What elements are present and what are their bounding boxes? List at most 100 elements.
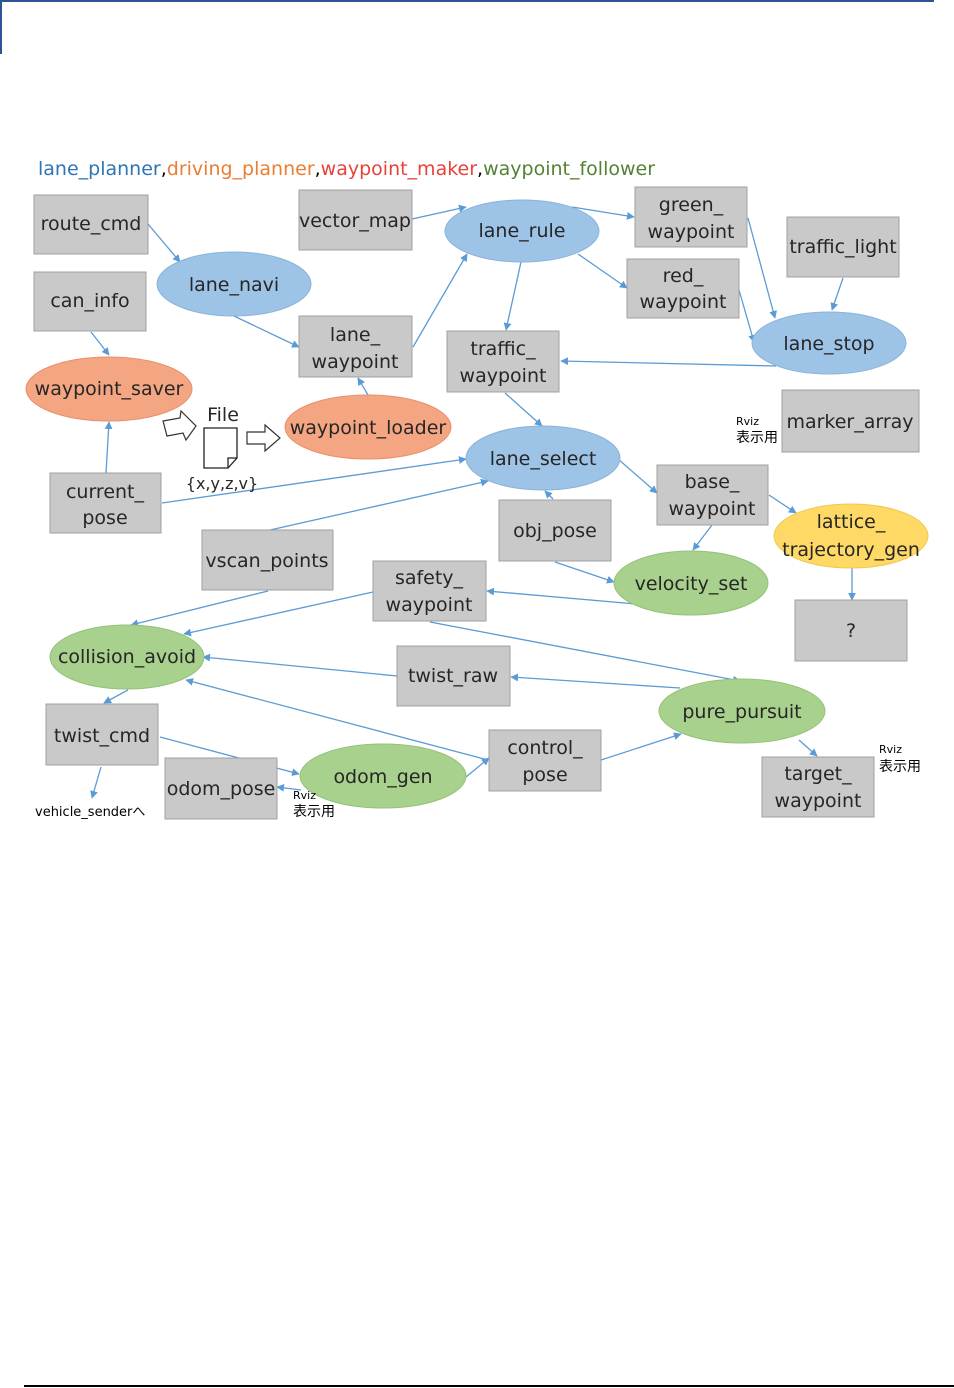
node-red-waypoint: red_ waypoint — [626, 258, 740, 319]
node-green-waypoint: green_ waypoint — [634, 186, 748, 248]
node-label: ? — [846, 620, 856, 642]
edge-red-waypoint-lane-stop — [738, 289, 756, 343]
edge-lane-waypoint-lane-rule — [412, 253, 468, 348]
edge-vscan-points-collision-avoid — [130, 590, 269, 628]
node-unknown: ? — [794, 599, 908, 662]
edge-safety-waypoint-collision-avoid — [183, 591, 374, 637]
legend-lane-planner: lane_planner — [38, 158, 161, 180]
node-label: obj_pose — [513, 520, 597, 542]
node-box — [446, 330, 560, 393]
node-box — [794, 599, 908, 662]
edge-pure-pursuit-target-waypoint — [798, 739, 818, 757]
edge-collision-avoid-twist-cmd — [103, 689, 129, 704]
node-label: vector_map — [299, 210, 411, 232]
node-odom-pose: odom_pose — [164, 757, 278, 820]
node-ellipse — [49, 624, 205, 690]
edge-vector-map-lane-rule — [411, 204, 467, 220]
node-marker-array: marker_array — [781, 389, 920, 453]
edge-lane-select-base-waypoint — [617, 458, 658, 494]
edges — [90, 204, 856, 799]
node-ellipse — [444, 199, 600, 263]
edge-control-pose-collision-avoid — [185, 678, 489, 761]
node-obj-pose: obj_pose — [498, 499, 612, 562]
node-label: waypoint — [775, 790, 862, 812]
header-rule — [0, 0, 934, 2]
node-lattice-trajectory-gen: lattice_ trajectory_gen — [773, 503, 929, 569]
node-label: pure_pursuit — [682, 701, 801, 723]
node-label: lane_rule — [479, 220, 566, 242]
node-waypoint-loader: waypoint_loader — [284, 394, 452, 460]
rect-nodes: route_cmd vector_map green_ waypoint tra… — [33, 186, 920, 820]
rviz-note-target-waypoint-sub: 表示用 — [879, 759, 921, 775]
node-lane-rule: lane_rule — [444, 199, 600, 263]
legend-waypoint-follower: waypoint_follower — [483, 158, 655, 180]
node-box — [33, 271, 147, 332]
node-label: control_ — [507, 737, 583, 759]
node-label: target_ — [784, 763, 852, 785]
annotations: Rviz 表示用 Rviz 表示用 Rviz 表示用 vehicle_sende… — [35, 415, 921, 820]
edge-current-pose-waypoint-saver — [104, 421, 113, 474]
footer-rule — [24, 1385, 954, 1387]
hollow-arrow-icon — [246, 423, 281, 453]
node-label: waypoint_loader — [290, 417, 447, 439]
node-ellipse — [773, 503, 929, 569]
node-label: waypoint — [312, 351, 399, 373]
node-waypoint-saver: waypoint_saver — [25, 356, 193, 422]
edge-safety-waypoint-pure-pursuit — [429, 621, 741, 684]
node-can-info: can_info — [33, 271, 147, 332]
rviz-note-target-waypoint: Rviz — [879, 743, 902, 756]
node-base-waypoint: base_ waypoint — [656, 464, 769, 526]
edge-base-waypoint-velocity-set — [692, 524, 713, 551]
node-label: safety_ — [395, 567, 464, 589]
rviz-note-odom-pose: Rviz — [293, 789, 316, 802]
node-vscan-points: vscan_points — [201, 529, 334, 591]
node-traffic-waypoint: traffic_ waypoint — [446, 330, 560, 393]
node-ellipse — [156, 251, 312, 317]
edge-traffic-waypoint-lane-select — [504, 392, 543, 427]
node-box — [656, 464, 769, 526]
edge-twist-raw-collision-avoid — [202, 653, 398, 677]
node-twist-cmd: twist_cmd — [45, 703, 159, 766]
node-label: lane_ — [330, 324, 381, 346]
header-rule-tick — [0, 0, 2, 54]
node-label: twist_raw — [408, 665, 498, 687]
node-label: current_ — [66, 481, 145, 503]
legend-waypoint-maker: waypoint_maker — [321, 158, 478, 180]
edge-waypoint-loader-lane-waypoint — [357, 377, 369, 396]
node-safety-waypoint: safety_ waypoint — [372, 560, 487, 622]
node-label: odom_gen — [333, 766, 432, 788]
file-label: File — [207, 404, 239, 426]
edge-route-cmd-lane-navi — [147, 223, 181, 263]
node-lane-stop: lane_stop — [751, 311, 907, 375]
node-label: waypoint — [669, 498, 756, 520]
node-box — [164, 757, 278, 820]
node-label: vscan_points — [205, 550, 328, 572]
node-label: waypoint — [460, 365, 547, 387]
node-label: traffic_light — [789, 236, 896, 258]
legend-driving-planner: driving_planner — [167, 158, 315, 180]
node-odom-gen: odom_gen — [299, 743, 467, 809]
rviz-note-marker-array-sub: 表示用 — [736, 430, 778, 446]
rviz-note-marker-array: Rviz — [736, 415, 759, 428]
node-label: lane_stop — [783, 333, 874, 355]
legend-separator: , — [315, 158, 321, 180]
edge-lane-rule-red-waypoint — [577, 253, 628, 289]
node-ellipse — [751, 311, 907, 375]
node-label: traffic_ — [470, 338, 536, 360]
node-box — [201, 529, 334, 591]
edge-pure-pursuit-twist-raw — [510, 673, 681, 689]
node-box — [498, 499, 612, 562]
node-ellipse — [25, 356, 193, 422]
node-velocity-set: velocity_set — [613, 550, 769, 616]
edge-current-pose-lane-select — [161, 456, 467, 504]
vehicle-sender-suffix: へ — [132, 805, 145, 820]
node-target-waypoint: target_ waypoint — [761, 756, 875, 818]
node-box — [298, 315, 413, 378]
edge-twist-cmd-vehicle-sender — [90, 766, 102, 799]
node-ellipse — [284, 394, 452, 460]
node-lane-select: lane_select — [465, 425, 621, 491]
edge-green-waypoint-lane-stop — [747, 217, 777, 319]
node-label: odom_pose — [167, 778, 276, 800]
node-current-pose: current_ pose — [49, 472, 162, 534]
node-traffic-light: traffic_light — [786, 216, 900, 278]
